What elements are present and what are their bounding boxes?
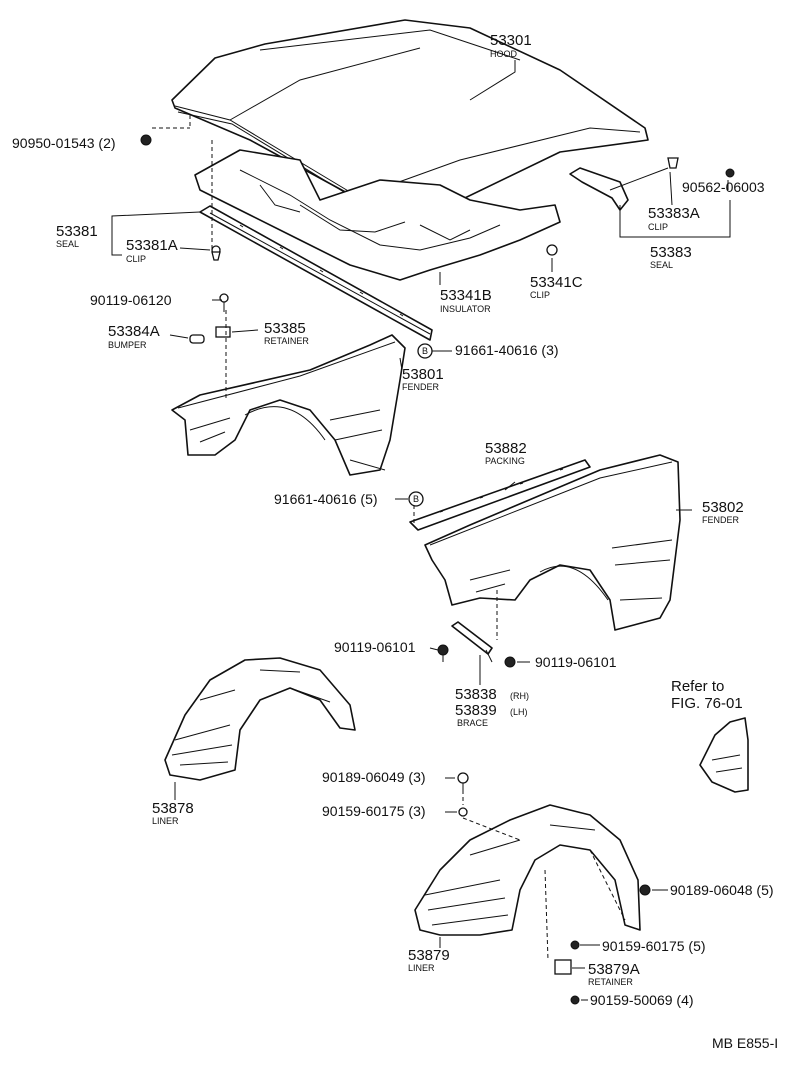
mud-flap-part	[699, 717, 749, 793]
hood-number: 53301	[490, 32, 532, 49]
clip-right-number: 53383A	[648, 205, 700, 222]
seal-right-number: 53383	[650, 244, 692, 261]
retainer-lower-name: RETAINER	[588, 977, 633, 987]
rivet-upper-number: 91661-40616 (3)	[455, 342, 559, 358]
brace-part	[451, 621, 493, 663]
right-liner-part	[414, 804, 641, 936]
rivet-mark-upper: B	[422, 346, 428, 356]
brace-bolt-right-number: 90119-06101	[535, 654, 617, 670]
clip-right-name: CLIP	[648, 222, 668, 232]
packing-number: 53882	[485, 440, 527, 457]
drawing-code: MB E855-I	[712, 1035, 778, 1051]
liner-right-name: LINER	[408, 963, 435, 973]
rivet-lower-number: 91661-40616 (5)	[274, 491, 378, 507]
nut-right-number: 90562-06003	[682, 179, 765, 195]
insulator-name: INSULATOR	[440, 304, 491, 314]
left-liner-part	[164, 657, 356, 781]
refer-line-2: FIG. 76-01	[671, 695, 743, 712]
bumper-number: 53384A	[108, 323, 160, 340]
liner-right-number: 53879	[408, 947, 450, 964]
brace-bolt-left-number: 90119-06101	[334, 639, 416, 655]
fender-left-number: 53801	[402, 366, 444, 383]
insulator-clip-number: 53341C	[530, 274, 583, 291]
insulator-number: 53341B	[440, 287, 492, 304]
bumper-name: BUMPER	[108, 340, 147, 350]
fender-left-name: FENDER	[402, 382, 440, 392]
screw-e-number: 90159-50069 (4)	[590, 992, 694, 1008]
fender-right-number: 53802	[702, 499, 744, 516]
right-fender-part	[424, 454, 681, 631]
hood-insulator-part	[194, 149, 561, 281]
seal-group-name: SEAL	[56, 239, 79, 249]
hood-seal-strip	[199, 205, 433, 341]
part-labels: 53301 HOOD 90950-01543 (2) 53381 SEAL 53…	[12, 32, 778, 1051]
hood-name: HOOD	[490, 49, 518, 59]
brace-rh-suffix: (RH)	[510, 691, 529, 701]
seal-clip-number: 53381A	[126, 237, 178, 254]
screw-a-number: 90189-06049 (3)	[322, 769, 426, 785]
packing-strip	[409, 459, 591, 531]
hood-cushion-number: 90950-01543 (2)	[12, 135, 116, 151]
seal-clip-name: CLIP	[126, 254, 146, 264]
brace-lh-suffix: (LH)	[510, 707, 528, 717]
insulator-clip-name: CLIP	[530, 290, 550, 300]
retainer-upper-number: 53385	[264, 320, 306, 337]
retainer-lower-number: 53879A	[588, 961, 640, 978]
brace-lh-number: 53839	[455, 702, 497, 719]
packing-name: PACKING	[485, 456, 525, 466]
fasteners	[140, 134, 735, 1005]
screw-c-number: 90189-06048 (5)	[670, 882, 774, 898]
refer-line-1: Refer to	[671, 678, 724, 695]
screw-d-number: 90159-60175 (5)	[602, 938, 706, 954]
side-seal-strip	[569, 167, 629, 211]
seal-group-number: 53381	[56, 223, 98, 240]
screw-b-number: 90159-60175 (3)	[322, 803, 426, 819]
liner-left-number: 53878	[152, 800, 194, 817]
brace-name: BRACE	[457, 718, 488, 728]
left-fender-part	[171, 334, 406, 476]
liner-left-name: LINER	[152, 816, 179, 826]
fender-right-name: FENDER	[702, 515, 740, 525]
rivet-mark-lower: B	[413, 494, 419, 504]
seal-right-name: SEAL	[650, 260, 673, 270]
brace-rh-number: 53838	[455, 686, 497, 703]
bolt-upper-number: 90119-06120	[90, 292, 172, 308]
retainer-upper-name: RETAINER	[264, 336, 309, 346]
leader-lines	[111, 60, 731, 1001]
